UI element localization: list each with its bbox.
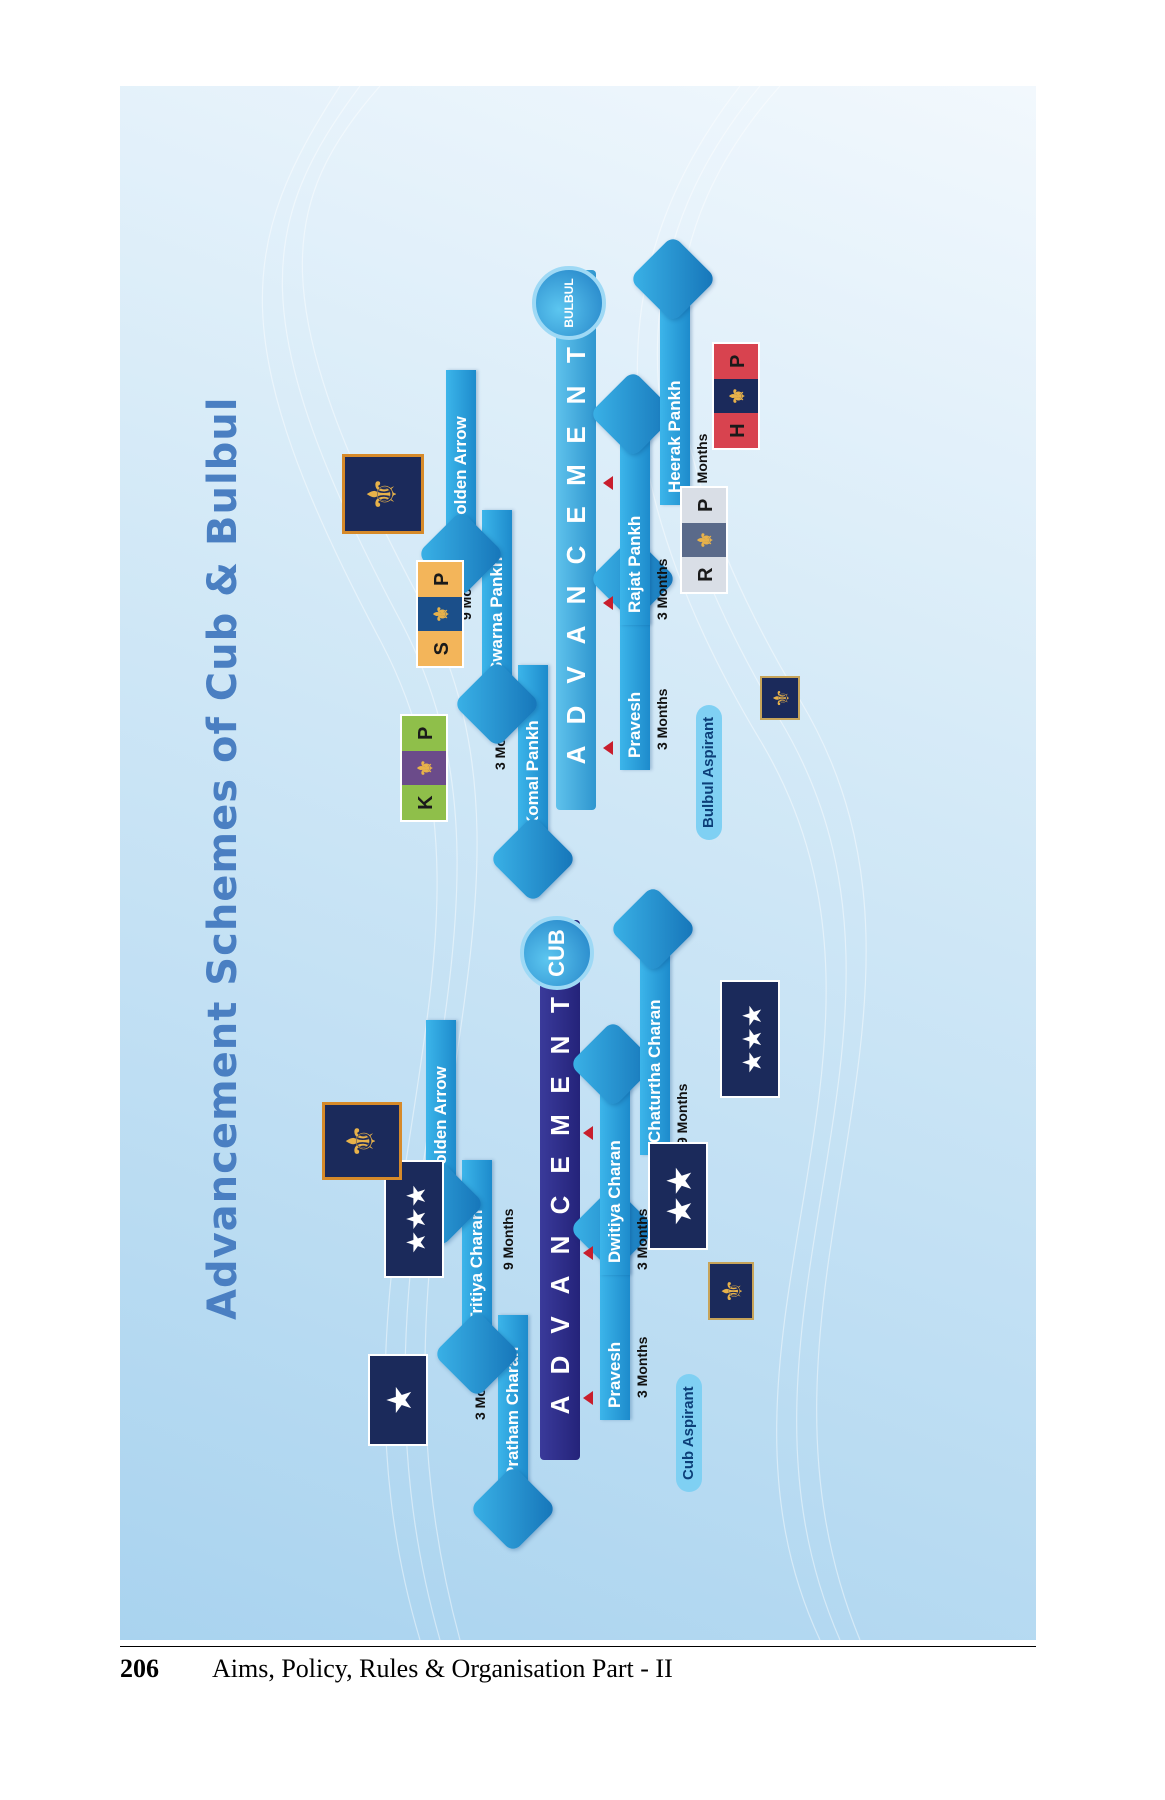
duration-label: 3 Months	[654, 558, 670, 620]
duration-label: 3 Months	[634, 1336, 650, 1398]
badge-emblem: ⚜	[714, 378, 758, 414]
bulbul-pin: BULBUL	[532, 266, 606, 340]
connector-arrow	[583, 1246, 593, 1260]
badge-letter: S	[418, 631, 462, 666]
golden-arrow-badge-icon: ⚜	[322, 1102, 402, 1180]
spine-letter: E	[561, 426, 591, 444]
badge-emblem: ⚜	[402, 750, 446, 786]
badge-emblem: ⚜	[418, 596, 462, 632]
footer-divider	[120, 1646, 1036, 1647]
badge-letter: P	[418, 561, 462, 597]
bulbul-aspirant-label: Bulbul Aspirant	[696, 704, 722, 840]
spine-letter: M	[545, 1114, 575, 1136]
spine-letter: A	[545, 1275, 575, 1295]
cub-pin: CUB	[520, 916, 594, 990]
spine-letter: N	[561, 585, 591, 605]
duration-label: 3 Months	[654, 688, 670, 750]
badge-letter: R	[682, 557, 726, 592]
branch-pravesh: Pravesh	[600, 1250, 630, 1420]
spine-letter: C	[545, 1195, 575, 1215]
spine-letter: D	[561, 705, 591, 725]
fleur-de-lis-icon: ⚜	[760, 676, 800, 720]
three-star-arrow-icon: ★★★	[720, 980, 780, 1098]
badge-letter: K	[402, 785, 446, 820]
spine-letter: A	[561, 745, 591, 765]
spine-letter: N	[561, 385, 591, 405]
swarna-pankh-badge-icon: S ⚜ P	[416, 560, 464, 668]
branch-chaturtha-charan: Chaturtha Charan	[640, 955, 670, 1155]
badge-letter: P	[682, 487, 726, 523]
fleur-de-lis-icon: ⚜	[708, 1262, 754, 1320]
one-star-icon: ★	[368, 1354, 428, 1446]
spine-letter: T	[561, 347, 591, 363]
spine-letter: V	[545, 1316, 575, 1334]
spine-letter: A	[561, 625, 591, 645]
spine-letter: V	[561, 666, 591, 684]
spine-letter: D	[545, 1355, 575, 1375]
spine-letter: M	[561, 464, 591, 486]
badge-letter: H	[714, 413, 758, 448]
duration-label: 9 Months	[500, 1208, 516, 1270]
footer-text: Aims, Policy, Rules & Organisation Part …	[212, 1654, 673, 1683]
spine-letter: E	[561, 506, 591, 524]
connector-arrow	[603, 741, 613, 755]
spine-letter: T	[545, 997, 575, 1013]
badge-letter: P	[402, 715, 446, 751]
cub-aspirant-label: Cub Aspirant	[676, 1374, 702, 1492]
golden-arrow-badge-icon: ⚜	[342, 454, 424, 534]
connector-arrow	[583, 1391, 593, 1405]
spine-letter: E	[545, 1076, 575, 1094]
branch-pravesh: Pravesh	[620, 600, 650, 770]
branch-heerak-pankh: Heerak Pankh	[660, 305, 690, 505]
connector-arrow	[583, 1126, 593, 1140]
rajat-pankh-badge-icon: R ⚜ P	[680, 486, 728, 594]
spine-letter: C	[561, 545, 591, 565]
komal-pankh-badge-icon: K ⚜ P	[400, 714, 448, 822]
spine-letter: N	[545, 1035, 575, 1055]
branch-end-diamond	[629, 235, 717, 323]
connector-arrow	[603, 596, 613, 610]
branch-end-diamond	[489, 815, 577, 903]
badge-emblem: ⚜	[682, 522, 726, 558]
two-star-icon: ★★	[648, 1142, 708, 1250]
duration-label: 9 Months	[674, 1083, 690, 1145]
branch-end-diamond	[469, 1465, 557, 1553]
spine-letter: E	[545, 1156, 575, 1174]
heerak-pankh-badge-icon: H ⚜ P	[712, 342, 760, 450]
branch-rajat-pankh: Rajat Pankh	[620, 435, 650, 625]
badge-letter: P	[714, 343, 758, 379]
branch-dwitiya-charan: Dwitiya Charan	[600, 1085, 630, 1275]
connector-arrow	[603, 476, 613, 490]
page-number: 206	[120, 1654, 159, 1683]
spine-letter: A	[545, 1395, 575, 1415]
